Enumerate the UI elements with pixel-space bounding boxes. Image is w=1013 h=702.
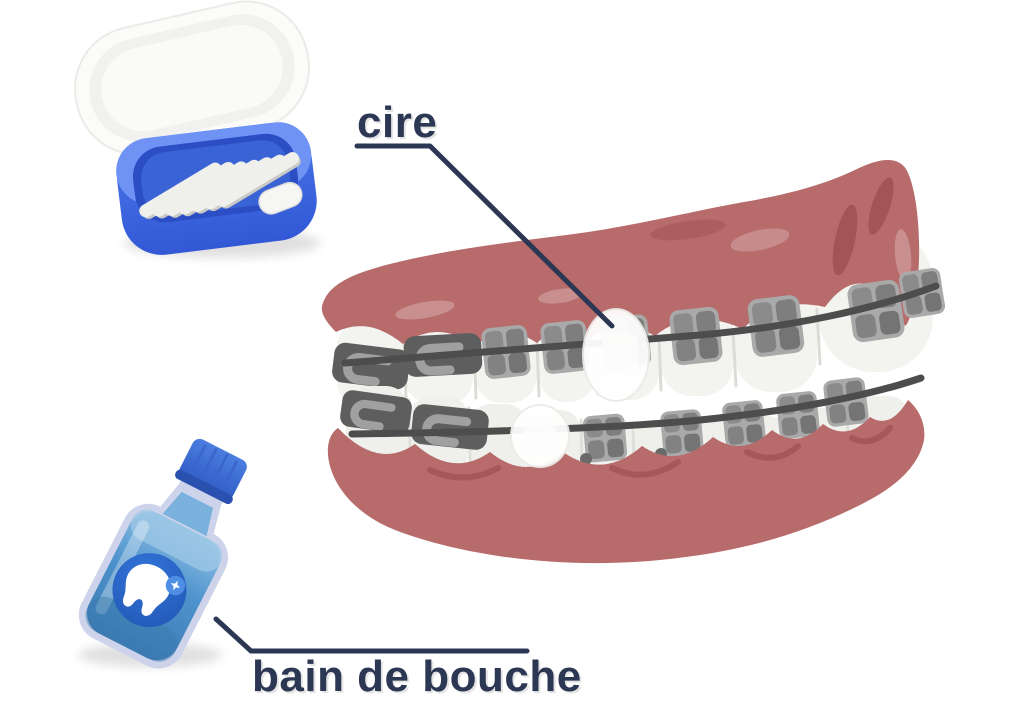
- sparkle-icon: [170, 580, 181, 591]
- cire-callout-line: [354, 143, 615, 329]
- wax-box-base: [116, 122, 317, 255]
- wax-label: cire: [357, 98, 438, 147]
- mouthwash-label: bain de bouche: [252, 652, 582, 701]
- wax-blob-lower: [510, 404, 570, 468]
- bottle-cap: [175, 438, 247, 505]
- upper-archwire: [341, 282, 940, 367]
- lower-archwire: [348, 374, 925, 438]
- bain-de-bouche-callout-line: [213, 616, 530, 654]
- wax-box-lid: [73, 0, 311, 156]
- lower-gum: [327, 400, 925, 564]
- wax-box-button: [258, 181, 303, 215]
- teeth-with-braces-illustration: [321, 159, 947, 564]
- wax-blob-upper: [582, 308, 650, 402]
- upper-gum-shading: [395, 177, 912, 320]
- bottle-label: [112, 553, 187, 628]
- mouthwash-bottle-illustration: [78, 438, 247, 669]
- wax-strips: [139, 152, 301, 220]
- tooth-icon: [122, 563, 171, 616]
- wax-box-illustration: [73, 0, 320, 258]
- lower-gum-shading: [427, 425, 893, 481]
